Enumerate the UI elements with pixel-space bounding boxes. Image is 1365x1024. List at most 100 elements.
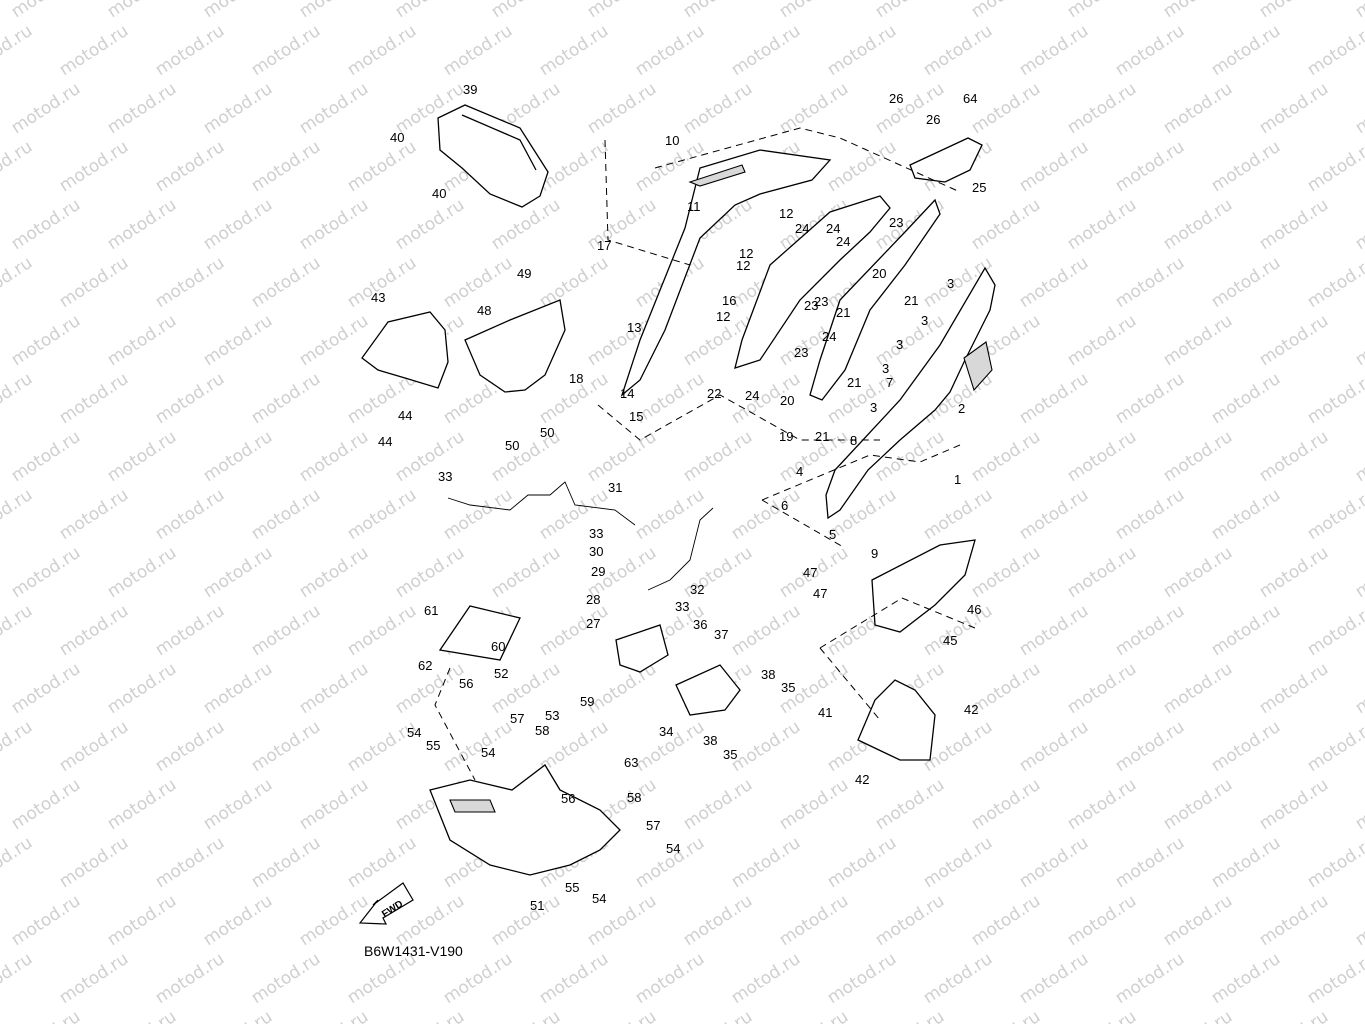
watermark-text: motod.ru [200, 427, 276, 486]
watermark-text: motod.ru [1304, 833, 1365, 892]
watermark-text: motod.ru [776, 891, 852, 950]
watermark-text: motod.ru [200, 195, 276, 254]
watermark-text: motod.ru [104, 427, 180, 486]
callout-number: 3 [882, 361, 889, 376]
watermark-text: motod.ru [1352, 1007, 1365, 1024]
watermark-text: motod.ru [1016, 369, 1092, 428]
watermark-text: motod.ru [1112, 717, 1188, 776]
watermark-text: motod.ru [296, 427, 372, 486]
watermark-text: motod.ru [248, 833, 324, 892]
callout-number: 26 [889, 91, 903, 106]
callout-number: 58 [627, 790, 641, 805]
watermark-text: motod.ru [1112, 369, 1188, 428]
callout-number: 55 [426, 738, 440, 753]
watermark-text: motod.ru [1352, 775, 1365, 834]
watermark-text: motod.ru [1112, 485, 1188, 544]
watermark-text: motod.ru [8, 311, 84, 370]
callout-number: 63 [624, 755, 638, 770]
callout-number: 4 [796, 464, 803, 479]
watermark-text: motod.ru [1160, 311, 1236, 370]
callout-number: 3 [896, 337, 903, 352]
watermark-text: motod.ru [296, 543, 372, 602]
watermark-text: motod.ru [104, 543, 180, 602]
watermark-text: motod.ru [488, 1007, 564, 1024]
watermark-text: motod.ru [104, 1007, 180, 1024]
callout-number: 12 [779, 206, 793, 221]
callout-number: 21 [836, 305, 850, 320]
watermark-text: motod.ru [968, 79, 1044, 138]
watermark-text: motod.ru [1064, 79, 1140, 138]
watermark-text: motod.ru [1160, 427, 1236, 486]
callout-number: 23 [889, 215, 903, 230]
watermark-text: motod.ru [1256, 195, 1332, 254]
callout-number: 27 [586, 616, 600, 631]
watermark-text: motod.ru [1112, 21, 1188, 80]
watermark-text: motod.ru [824, 949, 900, 1008]
callout-number: 33 [438, 469, 452, 484]
watermark-text: motod.ru [152, 833, 228, 892]
watermark-text: motod.ru [152, 485, 228, 544]
watermark-text: motod.ru [56, 137, 132, 196]
callout-number: 29 [591, 564, 605, 579]
watermark-text: motod.ru [776, 79, 852, 138]
callout-number: 38 [703, 733, 717, 748]
watermark-text: motod.ru [56, 601, 132, 660]
watermark-text: motod.ru [344, 21, 420, 80]
watermark-text: motod.ru [8, 775, 84, 834]
callout-number: 3 [921, 313, 928, 328]
watermark-text: motod.ru [56, 369, 132, 428]
callout-number: 24 [826, 221, 840, 236]
watermark-text: motod.ru [1256, 891, 1332, 950]
watermark-text: motod.ru [392, 543, 468, 602]
callout-number: 54 [666, 841, 680, 856]
callout-number: 1 [954, 472, 961, 487]
watermark-text: motod.ru [680, 79, 756, 138]
watermark-text: motod.ru [8, 195, 84, 254]
watermark-text: motod.ru [968, 659, 1044, 718]
watermark-text: motod.ru [200, 543, 276, 602]
watermark-text: motod.ru [8, 1007, 84, 1024]
watermark-text: motod.ru [920, 21, 996, 80]
watermark-text: motod.ru [1160, 79, 1236, 138]
callout-number: 25 [972, 180, 986, 195]
watermark-text: motod.ru [1064, 311, 1140, 370]
watermark-text: motod.ru [680, 427, 756, 486]
callout-number: 36 [693, 617, 707, 632]
watermark-text: motod.ru [152, 137, 228, 196]
watermark-text: motod.ru [104, 891, 180, 950]
watermark-text: motod.ru [344, 485, 420, 544]
watermark-text: motod.ru [152, 21, 228, 80]
watermark-text: motod.ru [1352, 195, 1365, 254]
watermark-text: motod.ru [1352, 543, 1365, 602]
watermark-text: motod.ru [296, 311, 372, 370]
callout-number: 38 [761, 667, 775, 682]
watermark-text: motod.ru [1064, 775, 1140, 834]
watermark-text: motod.ru [8, 659, 84, 718]
callout-number: 18 [569, 371, 583, 386]
callout-number: 3 [870, 400, 877, 415]
watermark-text: motod.ru [680, 1007, 756, 1024]
callout-number: 3 [947, 276, 954, 291]
watermark-text: motod.ru [1256, 543, 1332, 602]
watermark-text: motod.ru [152, 717, 228, 776]
watermark-text: motod.ru [1304, 485, 1365, 544]
watermark-text: motod.ru [104, 311, 180, 370]
watermark-text: motod.ru [1160, 775, 1236, 834]
watermark-text: motod.ru [824, 137, 900, 196]
watermark-text: motod.ru [680, 0, 756, 22]
watermark-text: motod.ru [1064, 0, 1140, 22]
callout-number: 24 [822, 329, 836, 344]
callout-number: 23 [804, 298, 818, 313]
watermark-text: motod.ru [104, 659, 180, 718]
watermark-text: motod.ru [200, 311, 276, 370]
watermark-text: motod.ru [1304, 949, 1365, 1008]
callout-number: 35 [723, 747, 737, 762]
callout-number: 12 [739, 246, 753, 261]
watermark-text: motod.ru [728, 601, 804, 660]
callout-number: 7 [886, 375, 893, 390]
callout-number: 37 [714, 627, 728, 642]
watermark-text: motod.ru [0, 369, 36, 428]
callout-number: 34 [659, 724, 673, 739]
watermark-text: motod.ru [968, 427, 1044, 486]
callout-number: 20 [872, 266, 886, 281]
